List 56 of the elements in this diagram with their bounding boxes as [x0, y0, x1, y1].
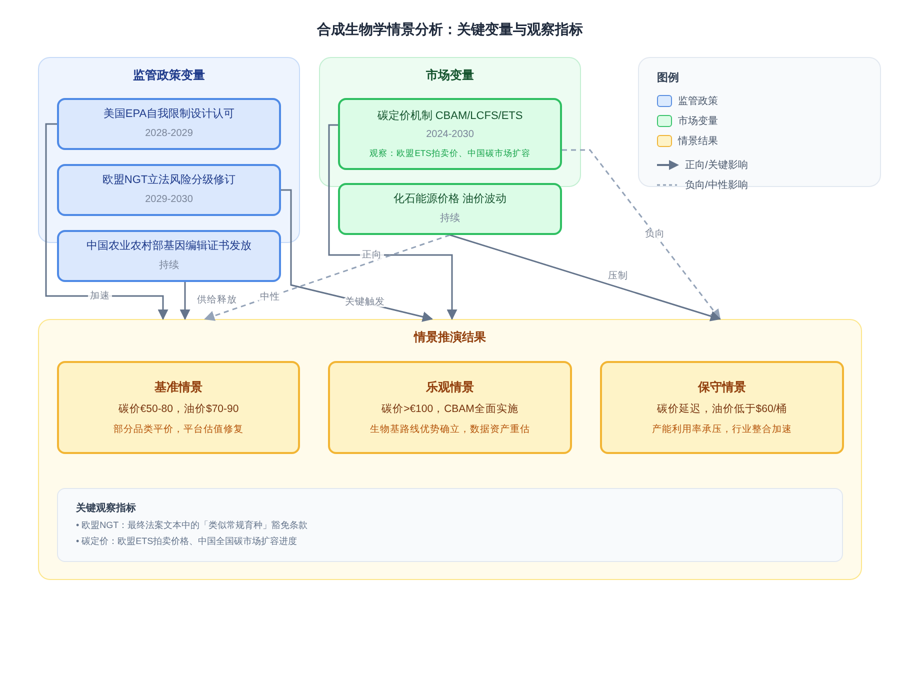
- legend-text: 监管政策: [678, 94, 718, 108]
- arrow: [328, 124, 458, 320]
- panel-title: 关键观察指标: [76, 502, 136, 515]
- node-title: 中国农业农村部基因编辑证书发放: [86, 240, 252, 254]
- legend-title: 图例: [657, 71, 679, 86]
- node-period: 2029-2030: [145, 194, 193, 206]
- scenario-box: [57, 361, 300, 454]
- panel-title: 市场变量: [426, 68, 474, 83]
- scenario-condition: 碳价>€100，CBAM全面实施: [382, 402, 518, 416]
- indicator-item: • 欧盟NGT：最终法案文本中的「类似常规育种」豁免条款: [76, 520, 308, 532]
- arrow: [450, 234, 721, 322]
- edge-label: 供给释放: [195, 295, 239, 305]
- observation-note: 观察：欧盟ETS拍卖价、中国碳市场扩容: [370, 148, 530, 158]
- legend-text: 负向/中性影响: [685, 178, 748, 192]
- market-box: [338, 98, 562, 170]
- edge-label: 加速: [88, 291, 112, 301]
- node-title: 欧盟NGT立法风险分级修订: [102, 174, 236, 188]
- market-box: [338, 183, 562, 235]
- arrow: [180, 282, 190, 320]
- edge-label: 正向: [360, 250, 384, 260]
- edge-label: 压制: [606, 271, 630, 281]
- arrow: [204, 234, 450, 321]
- indicator-panel: [57, 488, 843, 562]
- indicator-item: • 碳定价：欧盟ETS拍卖价格、中国全国碳市场扩容进度: [76, 536, 298, 548]
- scenario-outcome: 产能利用率承压，行业整合加速: [652, 424, 792, 436]
- arrow: [562, 149, 721, 320]
- scenario-condition: 碳价延迟，油价低于$60/桶: [656, 402, 788, 416]
- group-panel: [38, 319, 862, 580]
- scenario-condition: 碳价€50-80，油价$70-90: [118, 402, 239, 416]
- scenario-title: 基准情景: [154, 380, 202, 394]
- node-title: 化石能源价格 油价波动: [393, 192, 507, 207]
- policy-box: [57, 164, 281, 216]
- panel-title: 监管政策变量: [133, 68, 205, 83]
- arrow: [45, 123, 168, 320]
- legend-text: 正向/关键影响: [685, 158, 748, 172]
- policy-box: [57, 98, 281, 150]
- scenario-outcome: 生物基路线优势确立，数据资产重估: [370, 424, 530, 436]
- scenario-box: [600, 361, 844, 454]
- edge-label: 中性: [258, 292, 282, 302]
- node-title: 美国EPA自我限制设计认可: [103, 108, 235, 122]
- node-period: 2024-2030: [426, 129, 474, 142]
- scenario-outcome: 部分品类平价，平台估值修复: [114, 424, 244, 436]
- legend-text: 市场变量: [678, 114, 718, 128]
- policy-box: [57, 230, 281, 282]
- scenario-title: 保守情景: [698, 380, 746, 394]
- panel-title: 情景推演结果: [414, 330, 486, 345]
- scenario-title: 乐观情景: [426, 380, 474, 394]
- legend-text: 情景结果: [678, 134, 718, 148]
- scenario-box: [328, 361, 572, 454]
- node-period: 持续: [440, 212, 460, 226]
- node-period: 2028-2029: [145, 128, 193, 140]
- diagram-title: 合成生物学情景分析：关键变量与观察指标: [317, 20, 583, 39]
- group-panel: [319, 57, 581, 187]
- node-title: 碳定价机制 CBAM/LCFS/ETS: [377, 110, 523, 124]
- edge-label: 关键触发: [343, 297, 387, 307]
- node-period: 持续: [159, 260, 179, 272]
